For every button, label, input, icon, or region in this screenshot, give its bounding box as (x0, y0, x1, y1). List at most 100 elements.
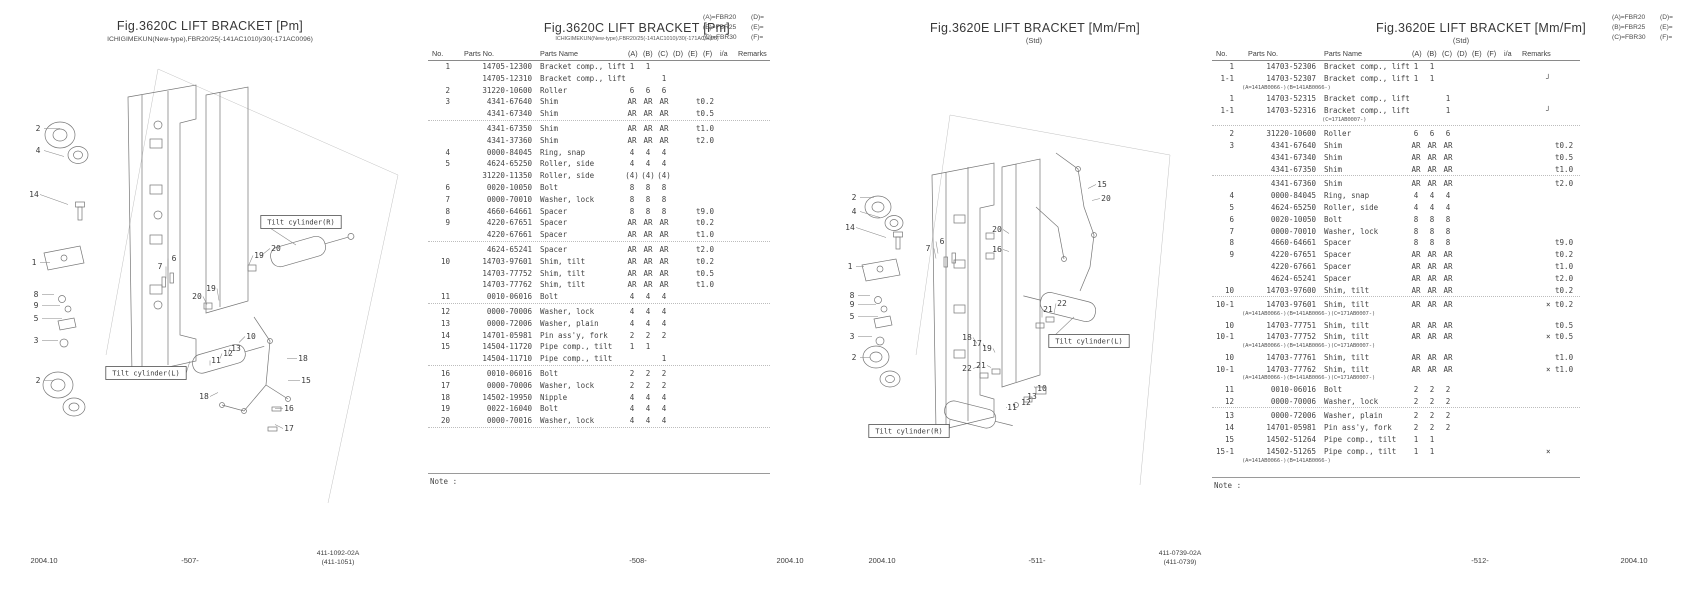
cell-q: 4 (661, 292, 667, 302)
cell-q: 1 (1429, 446, 1435, 456)
cell-no: 15-1 (1215, 446, 1234, 456)
model-legend: (A)=FBR20(D)= (B)=FBR25(E)= (C)=FBR30(F)… (1612, 13, 1673, 43)
cell-pn: 0010-06016 (1270, 384, 1316, 394)
part-callout-number: 19 (254, 251, 264, 260)
part-callout-number: 20 (1101, 194, 1111, 203)
cell-name: Roller, side (1324, 202, 1379, 212)
cell-no: 6 (445, 182, 450, 192)
legend-f: (F)= (751, 34, 764, 41)
col-qty-d: (D) (673, 49, 683, 58)
cell-name: Roller, side (540, 159, 595, 169)
cell-q: AR (1411, 164, 1421, 174)
cylinder-label: Tilt cylinder(L) (1055, 338, 1122, 346)
cell-no: 5 (1229, 202, 1234, 212)
cell-name: Bracket comp., lift (1324, 62, 1410, 71)
cell-q: AR (627, 230, 637, 240)
cell-q: 4 (661, 159, 667, 169)
cell-q: (4) (641, 171, 655, 181)
callout-leader-line (986, 365, 992, 368)
cell-rem: t1.0 (1546, 352, 1574, 362)
cell-q: AR (1443, 261, 1453, 271)
part-callout-number: 15 (1097, 180, 1107, 189)
cell-q: 4 (629, 306, 635, 316)
cell-rem: t2.0 (696, 244, 715, 254)
col-qty-d: (D) (1457, 49, 1467, 58)
callout-leader-line (1053, 303, 1057, 314)
cell-q: 1 (1413, 62, 1419, 71)
col-qty-e: (E) (1472, 49, 1482, 58)
cell-q: 4 (629, 416, 635, 426)
serial-range-note: (A=141AB0066-)(B=141AB0066-)(C=171AB0007… (1242, 375, 1376, 382)
part-callout-number: 2 (852, 193, 857, 202)
cell-q: 8 (1445, 238, 1451, 248)
cell-q: AR (643, 123, 653, 133)
note-label: Note : (1214, 481, 1242, 490)
cell-q: AR (627, 97, 637, 107)
callout-leader-line (972, 337, 978, 344)
cell-q: AR (1411, 300, 1421, 310)
cell-q: 2 (629, 380, 635, 390)
callout-leader-line (43, 150, 65, 157)
cell-no: 12 (440, 306, 450, 316)
cell-q: AR (643, 230, 653, 240)
cell-no: 12 (1224, 396, 1234, 406)
cell-q: 1 (1429, 435, 1435, 445)
tilt-cylinder-right-drawing (270, 233, 355, 268)
callout-leader-line (1087, 184, 1097, 189)
cell-rem: ┘ (1546, 105, 1551, 115)
cell-name: Pipe comp., tilt (540, 354, 613, 364)
cell-q: AR (627, 135, 637, 145)
part-callout-number: 20 (271, 244, 281, 253)
cell-name: Shim, tilt (1324, 285, 1370, 295)
row-separator (1212, 407, 1580, 410)
callout-leader-line (202, 296, 208, 305)
cell-no: 5 (445, 159, 450, 169)
footer-page-number: -508- (629, 556, 647, 565)
part-callout-number: 8 (34, 290, 39, 299)
callout-leader-line (1091, 198, 1101, 201)
cell-q: 4 (645, 416, 651, 426)
page-title: Fig.3620E LIFT BRACKET [Mm/Fm] (1376, 21, 1586, 35)
cell-pn: 14703-77762 (482, 280, 532, 290)
serial-range-note: (A=141AB0066-)(B=141AB0066-) (1242, 84, 1331, 91)
callout-leader-line (227, 348, 231, 355)
cell-pn: 31220-10600 (482, 85, 532, 95)
row-separator (428, 302, 770, 306)
cell-name: Shim (1324, 140, 1343, 150)
cell-q: 4 (629, 392, 635, 402)
cell-q: 4 (645, 404, 651, 414)
doc-number-line2: (411-0739) (1163, 558, 1197, 566)
small-parts (43, 201, 282, 432)
cell-q: 2 (661, 368, 667, 378)
cell-pn: 0020-10050 (486, 182, 532, 192)
cell-q: AR (1443, 164, 1453, 174)
cell-q: 8 (645, 182, 651, 192)
cell-q: 1 (645, 342, 651, 352)
col-no: No. (432, 49, 444, 58)
cell-pn: 4341-67640 (486, 97, 532, 107)
cell-rem: t1.0 (696, 280, 715, 290)
cylinder-label-box (105, 366, 187, 380)
cell-pn: 14701-05981 (482, 330, 532, 340)
legend-e: (E)= (751, 24, 764, 31)
cell-q: 8 (645, 206, 651, 216)
cell-no: 4 (445, 147, 450, 157)
cell-q: AR (1411, 332, 1421, 342)
cell-name: Washer, lock (540, 194, 595, 204)
cell-name: Spacer (540, 244, 568, 254)
part-callout-number: 18 (199, 392, 209, 401)
cell-pn: 0000-84045 (1270, 191, 1316, 201)
cell-rem: t0.2 (1546, 140, 1574, 150)
part-callout-number: 15 (301, 376, 311, 385)
row-separator (428, 119, 770, 123)
